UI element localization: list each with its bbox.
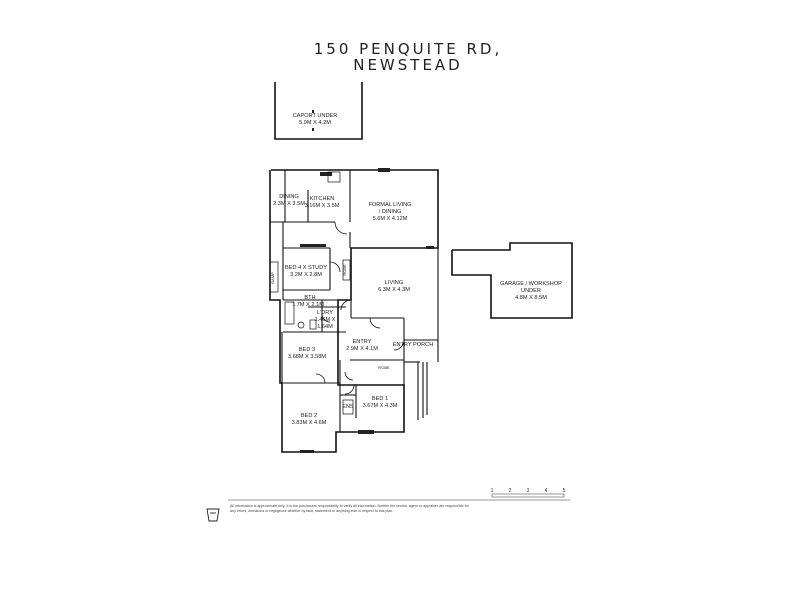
carport-outline [274, 82, 363, 140]
scale-tick-3: 3 [527, 488, 530, 494]
scale-tick-1: 1 [491, 488, 494, 494]
bed3-label: BED 3 [299, 347, 315, 353]
dining-label: DINING [279, 194, 299, 200]
bed3-size: 3.68M X 3.58M [288, 354, 326, 360]
bath-label: BTH [304, 295, 315, 301]
formal-living-label: FORMAL LIVING [369, 202, 412, 208]
laundry-label: L'DRY [317, 310, 333, 316]
kitchen-label: KITCHEN [310, 196, 335, 202]
formal-living-size: 5.6M X 4.12M [373, 216, 408, 222]
scale-tick-4: 4 [545, 488, 548, 494]
bed2-size: 3.83M X 4.6M [292, 420, 327, 426]
disclaimer-line2: any errors, omissions or negligence whet… [230, 508, 394, 513]
bed2-label: BED 2 [301, 413, 317, 419]
garage-outline [451, 242, 573, 319]
entry-label: ENTRY [353, 339, 372, 345]
dining-size: 2.3M X 3.5M [273, 201, 305, 207]
bath-size: 1.7M X 2.1M [292, 302, 324, 308]
living-size: 6.3M X 4.3M [378, 287, 410, 293]
laundry-size: 1.46M X [315, 317, 336, 323]
house-outline [269, 169, 439, 453]
disclaimer: All information is approximate only. It … [230, 504, 480, 514]
entry-porch-label: ENTRY PORCH [393, 342, 434, 348]
scale-tick-2: 2 [509, 488, 512, 494]
bed1-label: BED 1 [372, 396, 388, 402]
garage-size: 4.8M X 8.5M [515, 295, 547, 301]
robe-label: ROBE [342, 264, 347, 276]
bed1-size: 3.67M X 4.3M [363, 403, 398, 409]
bed4-size: 3.2M X 2.8M [290, 272, 322, 278]
scale-bar: 1 2 3 4 5 [228, 488, 570, 501]
wir-label: ROBE [378, 365, 390, 370]
living-label: LIVING [385, 280, 403, 286]
ens-label: ENS [342, 404, 354, 410]
scale-tick-5: 5 [563, 488, 566, 494]
carport-size: 5.9M X 4.2M [299, 120, 331, 126]
laundry-size2: 1.64M [317, 324, 333, 330]
garage-label2: UNDER [521, 288, 541, 294]
plan-title-line2: NEWSTEAD [353, 56, 463, 74]
carport-label: CAPORT UNDER [293, 113, 338, 119]
kitchen-size: 3.16M X 3.5M [305, 203, 340, 209]
garage-label: GARAGE / WORKSHOP [500, 281, 562, 287]
disclaimer-line1: All information is approximate only. It … [230, 504, 469, 508]
company-logo-icon [206, 508, 220, 522]
formal-living-label2: / DINING [379, 209, 402, 215]
plan-title-line1: 150 PENQUITE RD, [313, 40, 503, 58]
entry-size: 2.9M X 4.1M [346, 346, 378, 352]
bed4-label: BED 4 X STUDY [285, 265, 327, 271]
ramp-label: RAMP [270, 272, 275, 284]
